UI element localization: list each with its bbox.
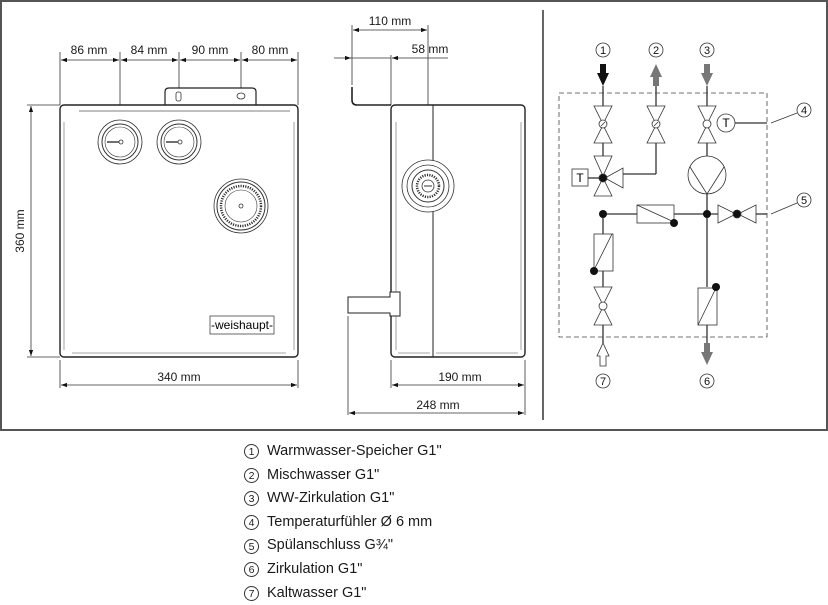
dim-86: 86 mm [71,43,108,57]
circulation-pump [687,155,727,195]
legend-number: 4 [244,515,259,531]
legend-item: 6 Zirkulation G1" [244,558,442,582]
check-valve-horizontal [636,204,678,227]
legend-number: 6 [244,562,259,578]
flush-valve-5 [717,204,757,224]
wall-hook [351,87,391,106]
legend-number: 3 [244,491,259,507]
inflow-arrow-3 [701,64,713,86]
dim-90: 90 mm [192,43,229,57]
housing-front [59,104,299,358]
legend-text: WW-Zirkulation G1" [267,490,395,507]
housing-side [390,104,526,358]
junction-node [599,210,607,218]
check-valve-circulation [697,283,720,326]
port-4-label: 4 [801,105,807,117]
port-6-marker [699,373,715,389]
port-5-marker [796,192,812,208]
temperature-sensor-label: T [722,116,730,130]
bracket-slot [175,91,182,102]
port-3-label: 3 [704,45,710,57]
legend-number: 7 [244,585,259,601]
port-7-label: 7 [600,376,606,388]
legend-text: Spülanschluss G¾" [267,537,394,554]
pump-dial-side [401,159,455,213]
mixer-thermostat-label: T [576,171,584,185]
mounting-bracket [164,87,257,105]
shutoff-valve-2 [646,105,666,144]
shutoff-valve-1 [593,105,613,144]
port-2-label: 2 [653,45,659,57]
inflow-arrow-7 [596,342,610,367]
mixer-thermostat [571,168,589,187]
bracket-hole [236,92,246,100]
port-7-marker [595,373,611,389]
legend-text: Mischwasser G1" [267,466,380,483]
mixing-valve [593,155,624,197]
dim-360: 360 mm [13,209,27,252]
dim-110: 110 mm [369,14,411,28]
port-4-marker [796,102,812,118]
thermometer-gauge-2 [156,119,202,165]
shutoff-valve-7 [593,286,613,326]
legend-item: 1 Warmwasser-Speicher G1" [244,440,442,464]
legend-item: 5 Spülanschluss G¾" [244,534,442,558]
dim-80: 80 mm [252,43,289,57]
legend-number: 1 [244,444,259,460]
port-1-label: 1 [600,45,606,57]
legend: 1 Warmwasser-Speicher G1" 2 Mischwasser G1… [244,440,442,605]
legend-item: 7 Kaltwasser G1" [244,582,442,605]
legend-text: Warmwasser-Speicher G1" [267,443,442,459]
front-view: 86 mm 84 mm 90 mm 80 mm 360 mm [13,43,299,388]
port-3-marker [699,42,715,58]
dim-84: 84 mm [131,43,168,57]
legend-text: Temperaturfühler Ø 6 mm [267,513,433,530]
outflow-arrow-2 [650,64,662,86]
dim-340: 340 mm [157,370,200,384]
module-boundary [558,92,768,338]
side-view: 110 mm 58 mm 190 mm 2 [334,14,526,416]
legend-text: Kaltwasser G1" [267,584,367,601]
legend-number: 5 [244,538,259,554]
port-5-label: 5 [801,195,807,207]
inflow-arrow-1 [597,64,609,86]
temperature-sensor [716,113,736,133]
port-1-marker [595,42,611,58]
check-valve-cold [590,233,614,275]
dim-190: 190 mm [438,370,481,384]
legend-number: 2 [244,467,259,483]
connection-pipe [347,291,401,317]
dim-248: 248 mm [416,398,459,412]
outflow-arrow-6 [701,343,713,365]
brand-label: -weishaupt- [211,318,273,332]
legend-item: 2 Mischwasser G1" [244,464,442,488]
legend-item: 3 WW-Zirkulation G1" [244,487,442,511]
dim-58: 58 mm [412,42,449,56]
port-2-marker [648,42,664,58]
technical-drawing-frame: 86 mm 84 mm 90 mm 80 mm 360 mm [0,0,828,431]
brand-plate [209,315,275,335]
thermometer-gauge-1 [97,119,143,165]
frame-border [0,0,828,431]
hydraulic-schematic: 1 2 3 4 5 6 7 [558,42,812,389]
pump-dial [213,178,269,234]
legend-item: 4 Temperaturfühler Ø 6 mm [244,511,442,535]
shutoff-valve-3 [697,105,717,144]
port-6-label: 6 [704,376,710,388]
legend-text: Zirkulation G1" [267,560,363,577]
junction-node [703,210,711,218]
